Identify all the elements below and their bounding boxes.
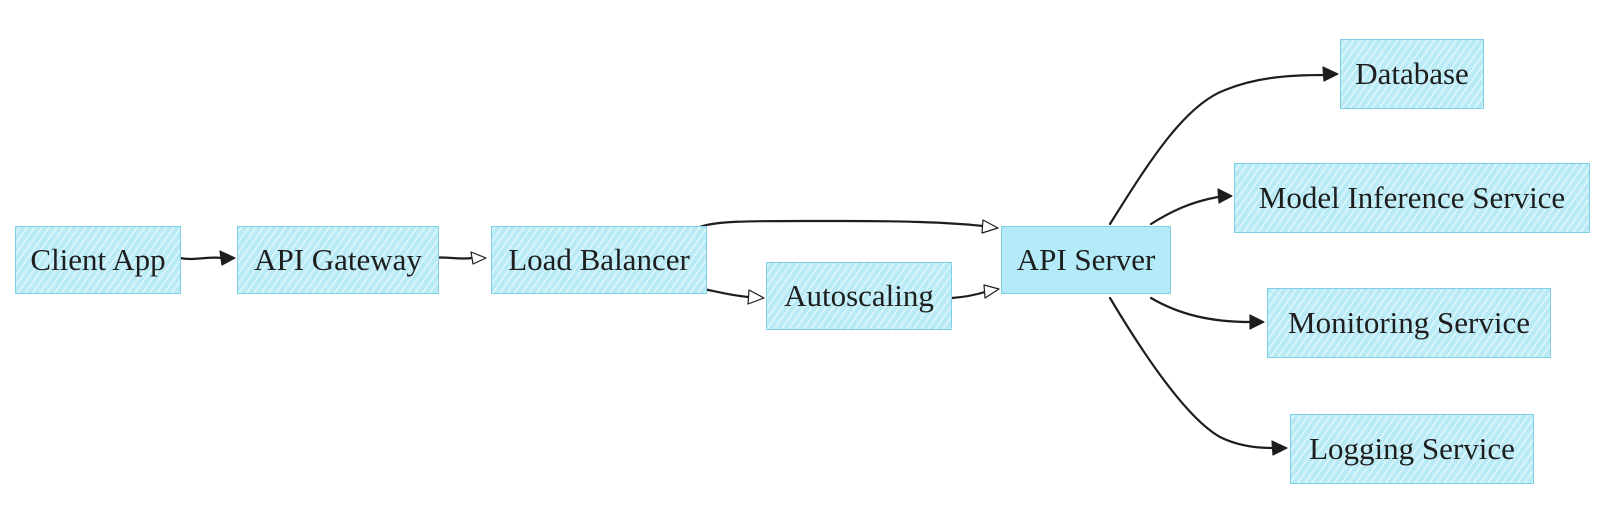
node-autoscaling-label: Autoscaling [784, 278, 934, 313]
node-client-app-label: Client App [30, 242, 166, 277]
node-monitoring-service-label: Monitoring Service [1288, 305, 1530, 340]
node-api-server-label: API Server [1016, 242, 1156, 277]
arrowhead-logging [1271, 440, 1288, 456]
node-load-balancer-label: Load Balancer [508, 242, 690, 277]
node-api-gateway: API Gateway [237, 226, 439, 294]
edge-autoscaling-to-api-server [950, 290, 987, 300]
node-load-balancer: Load Balancer [491, 226, 707, 294]
arrowhead-database [1322, 66, 1339, 82]
arrowhead-autoscaling [747, 289, 765, 305]
edge-api-server-to-logging [1108, 296, 1274, 450]
arrowhead-api-gateway [219, 250, 236, 266]
node-database-label: Database [1355, 56, 1469, 91]
edge-api-server-to-model-inference [1149, 195, 1220, 226]
arrowhead-api-server-top [981, 219, 999, 234]
edge-client-app-to-api-gateway [178, 256, 224, 261]
edge-load-balancer-to-api-server [696, 219, 985, 230]
arrowhead-model-inference [1217, 188, 1233, 204]
node-client-app: Client App [15, 226, 181, 294]
node-database: Database [1340, 39, 1484, 109]
node-model-inference-service: Model Inference Service [1234, 163, 1590, 233]
edge-api-server-to-monitoring [1149, 296, 1252, 324]
edge-api-server-to-database [1108, 73, 1327, 226]
node-model-inference-service-label: Model Inference Service [1258, 180, 1566, 215]
arrowhead-load-balancer [470, 251, 487, 265]
node-logging-service-label: Logging Service [1309, 431, 1515, 466]
node-logging-service: Logging Service [1290, 414, 1534, 484]
arrowhead-monitoring [1249, 314, 1265, 330]
node-autoscaling: Autoscaling [766, 262, 952, 330]
node-api-gateway-label: API Gateway [254, 242, 422, 277]
node-monitoring-service: Monitoring Service [1267, 288, 1551, 358]
arrowhead-api-server-bottom [983, 284, 1000, 299]
node-api-server: API Server [1001, 226, 1171, 294]
